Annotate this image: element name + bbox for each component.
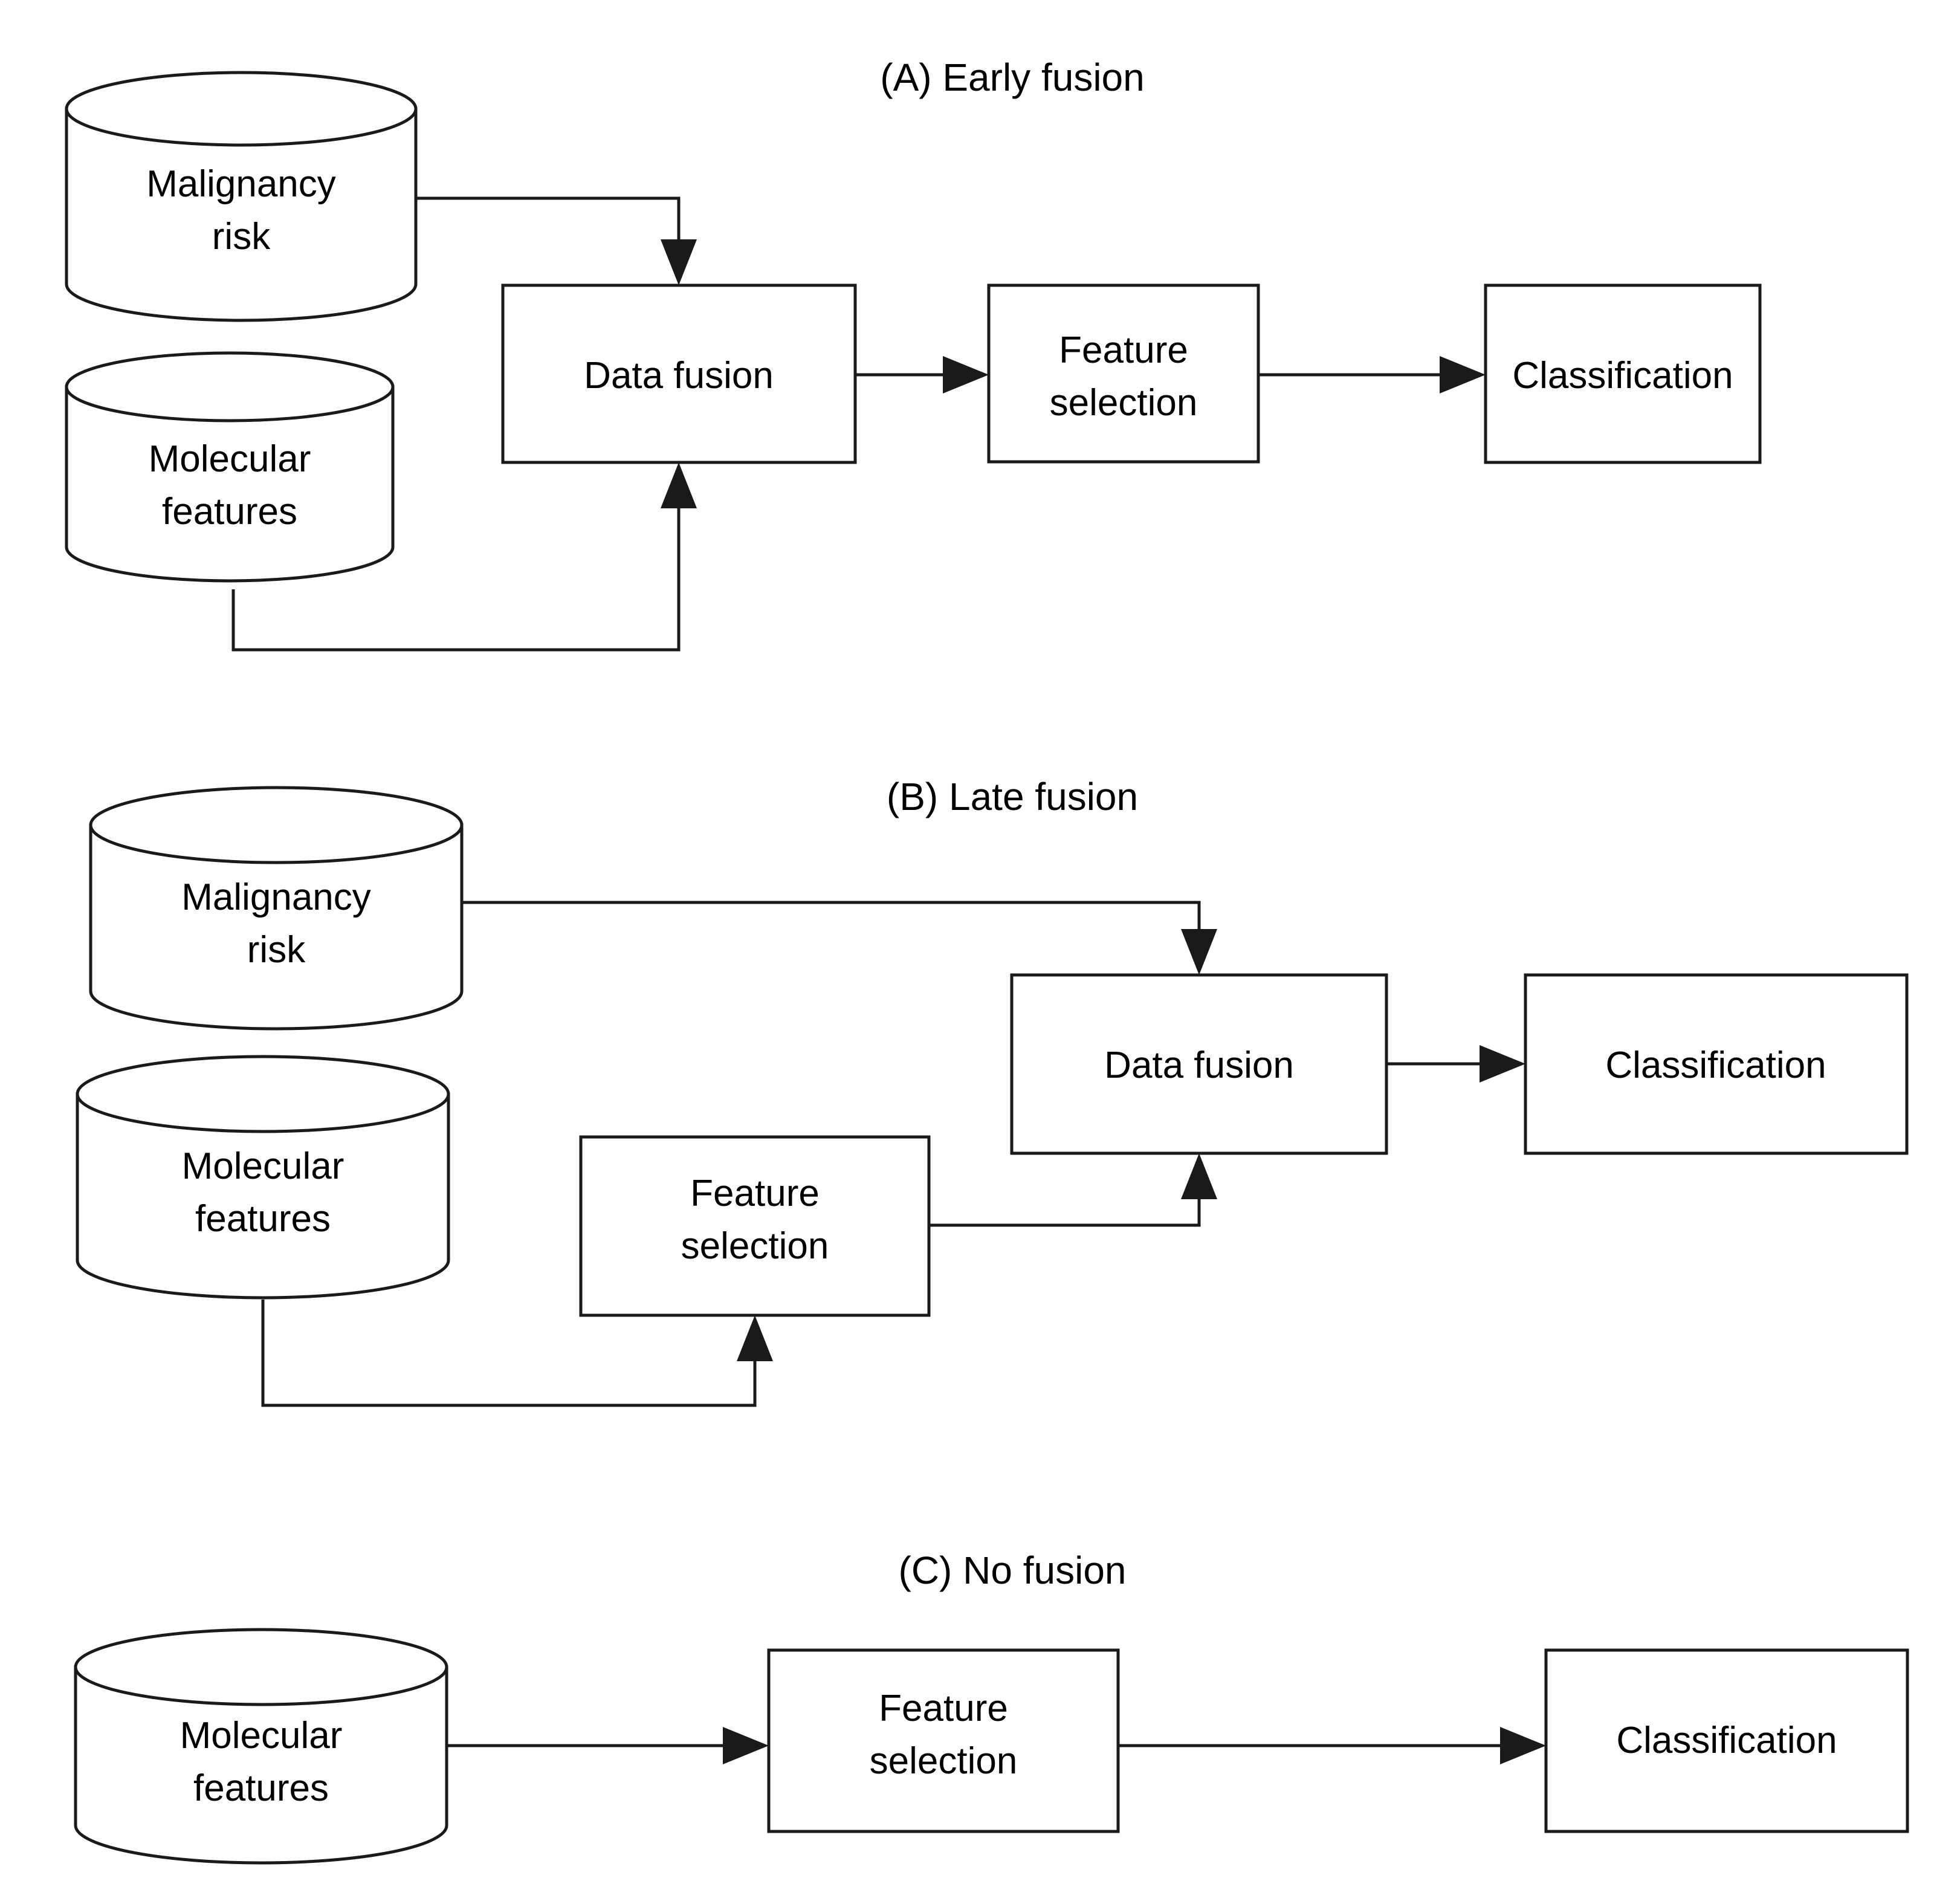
panel-a-source-bottom-label-1: Molecular [149, 438, 311, 480]
panel-a-stage-data-fusion[interactable]: Data fusion [501, 283, 857, 464]
panel-b-stage1-label-2: selection [681, 1225, 829, 1267]
panel-a-source-molecular-features[interactable]: Molecular features [65, 351, 395, 583]
panel-b-stage2-label: Data fusion [1104, 1044, 1294, 1086]
panel-c-stage1-label-2: selection [870, 1740, 1018, 1782]
panel-b: (B) Late fusion Malignancy risk Molecula… [76, 775, 1909, 1407]
cylinder-body [89, 823, 464, 1031]
panel-a-title: (A) Early fusion [880, 56, 1144, 99]
panel-a-source-malignancy-risk[interactable]: Malignancy risk [65, 71, 418, 322]
panel-b-stage-feature-selection[interactable]: Feature selection [579, 1135, 931, 1317]
cylinder-body [74, 1665, 448, 1865]
panel-a-stage-feature-selection[interactable]: Feature selection [987, 283, 1260, 464]
panel-a-stage2-label-2: selection [1050, 382, 1198, 424]
panel-b-stage1-label-1: Feature [690, 1173, 820, 1214]
panel-b-connector-selection-to-fusion [929, 1153, 1217, 1227]
panel-b-source-malignancy-risk[interactable]: Malignancy risk [89, 786, 464, 1031]
panel-b-source-top-label-1: Malignancy [181, 876, 371, 918]
panel-c-connector-selection-to-classification [1118, 1727, 1546, 1764]
panel-c-source-molecular-features[interactable]: Molecular features [74, 1628, 448, 1865]
panel-a-connector-molecular-to-fusion [231, 462, 697, 652]
panel-c-stage-feature-selection[interactable]: Feature selection [767, 1648, 1120, 1833]
panel-b-connector-risk-to-fusion [462, 901, 1217, 975]
panel-b-connector-molecular-to-selection [261, 1300, 773, 1407]
panel-a-source-top-label-1: Malignancy [146, 163, 336, 205]
node-box [1524, 973, 1909, 1155]
node-box [987, 283, 1260, 464]
panel-a-stage3-label: Classification [1512, 355, 1733, 397]
panel-a-connector-risk-to-fusion [416, 196, 697, 285]
panel-c-stage-classification[interactable]: Classification [1544, 1648, 1909, 1833]
node-box [1544, 1648, 1909, 1833]
panel-a-source-top-label-2: risk [212, 216, 271, 257]
panel-c-stage2-label: Classification [1616, 1720, 1837, 1761]
panel-a-source-bottom-label-2: features [162, 491, 297, 533]
node-box [767, 1648, 1120, 1833]
node-box [1010, 973, 1388, 1155]
panel-b-title: (B) Late fusion [887, 775, 1138, 818]
node-box [1484, 283, 1762, 464]
panel-a: (A) Early fusion Malignancy risk Molecul… [65, 56, 1762, 652]
panel-c-connector-molecular-to-selection [447, 1727, 769, 1764]
panel-b-source-top-label-2: risk [247, 929, 306, 971]
cylinder-top-ellipse [76, 1055, 450, 1133]
panel-a-connector-selection-to-classification [1258, 356, 1486, 393]
panel-b-source-molecular-features[interactable]: Molecular features [76, 1055, 450, 1300]
panel-c-source-label-1: Molecular [180, 1715, 343, 1757]
cylinder-top-ellipse [65, 71, 418, 147]
panel-b-source-bottom-label-1: Molecular [182, 1145, 344, 1187]
panel-b-stage-data-fusion[interactable]: Data fusion [1010, 973, 1388, 1155]
cylinder-top-ellipse [65, 351, 395, 423]
node-box [501, 283, 857, 464]
panel-c-stage1-label-1: Feature [879, 1688, 1008, 1729]
node-box [579, 1135, 931, 1317]
panel-c-source-label-2: features [193, 1767, 329, 1809]
cylinder-body [65, 385, 395, 583]
panel-a-stage1-label: Data fusion [584, 355, 774, 397]
panel-b-source-bottom-label-2: features [195, 1198, 331, 1240]
cylinder-top-ellipse [89, 786, 464, 864]
panel-a-stage-classification[interactable]: Classification [1484, 283, 1762, 464]
cylinder-top-ellipse [74, 1628, 448, 1706]
panel-b-stage-classification[interactable]: Classification [1524, 973, 1909, 1155]
panel-b-stage3-label: Classification [1605, 1044, 1826, 1086]
panel-c: (C) No fusion Molecular features Feature… [74, 1549, 1909, 1865]
cylinder-body [76, 1092, 450, 1300]
panel-a-stage2-label-1: Feature [1059, 329, 1188, 371]
panel-a-connector-fusion-to-selection [855, 356, 989, 393]
panel-b-connector-fusion-to-classification [1386, 1045, 1525, 1083]
cylinder-body [65, 107, 418, 322]
panel-c-title: (C) No fusion [899, 1549, 1127, 1592]
